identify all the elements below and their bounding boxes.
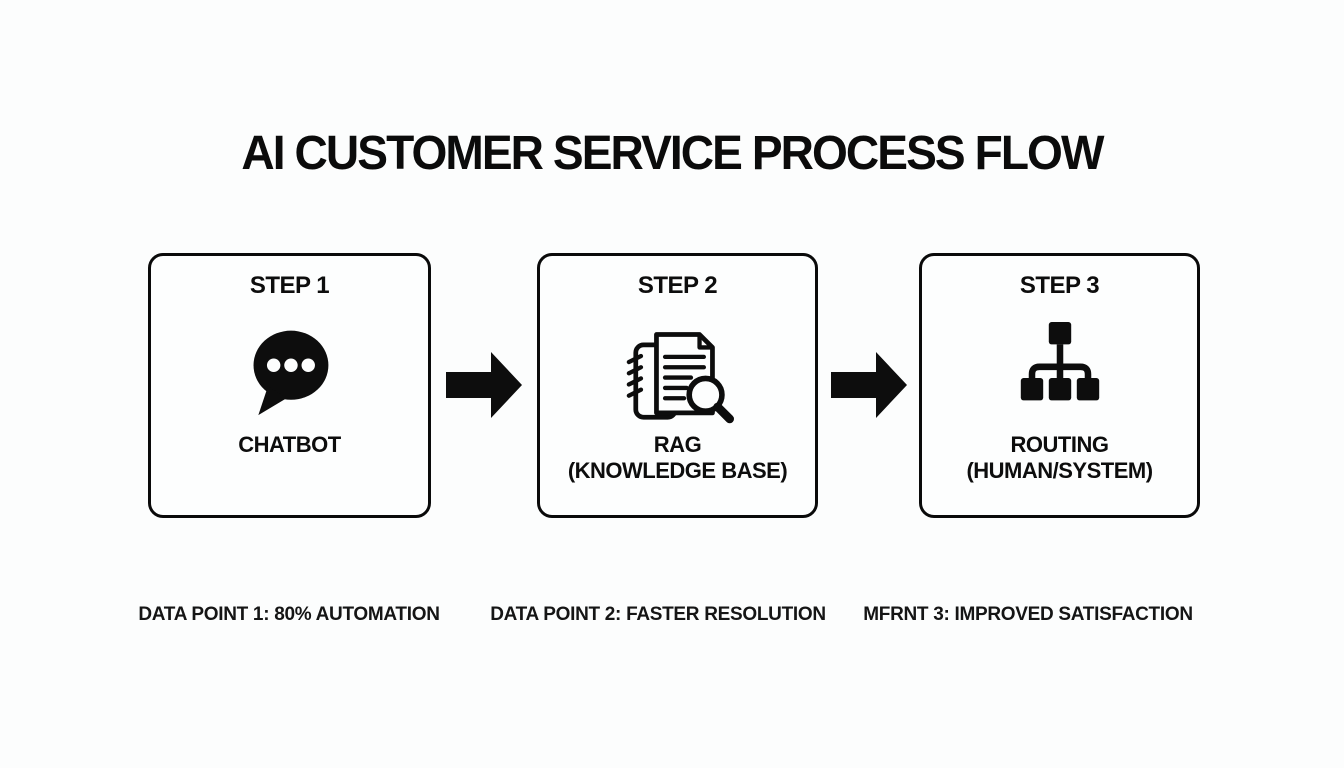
step-subname: (KNOWLEDGE BASE) — [567, 458, 788, 483]
document-search-icon — [622, 322, 734, 428]
step-box-rag: STEP 2 RAG (KNOWLEDGE BASE) — [537, 253, 818, 518]
hierarchy-icon — [1008, 322, 1112, 406]
step-title: STEP 1 — [249, 272, 330, 299]
step-box-routing: STEP 3 ROUTING (HUMAN/SYSTEM) — [919, 253, 1200, 518]
flow-arrow-icon — [831, 352, 907, 418]
step-label: CHATBOT — [151, 432, 428, 458]
data-point-2: DATA POINT 2: FASTER RESOLUTION — [490, 604, 826, 625]
page-title: AI CUSTOMER SERVICE PROCESS FLOW — [241, 127, 1104, 180]
step-name: RAG — [653, 432, 702, 457]
step-label: ROUTING (HUMAN/SYSTEM) — [922, 432, 1197, 484]
data-point-1: DATA POINT 1: 80% AUTOMATION — [138, 604, 440, 625]
step-name: CHATBOT — [238, 432, 341, 457]
step-title: STEP 2 — [637, 272, 718, 299]
step-title: STEP 3 — [1019, 272, 1100, 299]
step-subname: (HUMAN/SYSTEM) — [966, 458, 1153, 483]
chat-bubble-icon — [242, 322, 338, 420]
step-box-chatbot: STEP 1 CHATBOT — [148, 253, 431, 518]
step-label: RAG (KNOWLEDGE BASE) — [540, 432, 815, 484]
flow-arrow-icon — [446, 352, 522, 418]
step-name: ROUTING — [1010, 432, 1109, 457]
data-point-3: MFRNT 3: IMPROVED SATISFACTION — [863, 604, 1193, 625]
